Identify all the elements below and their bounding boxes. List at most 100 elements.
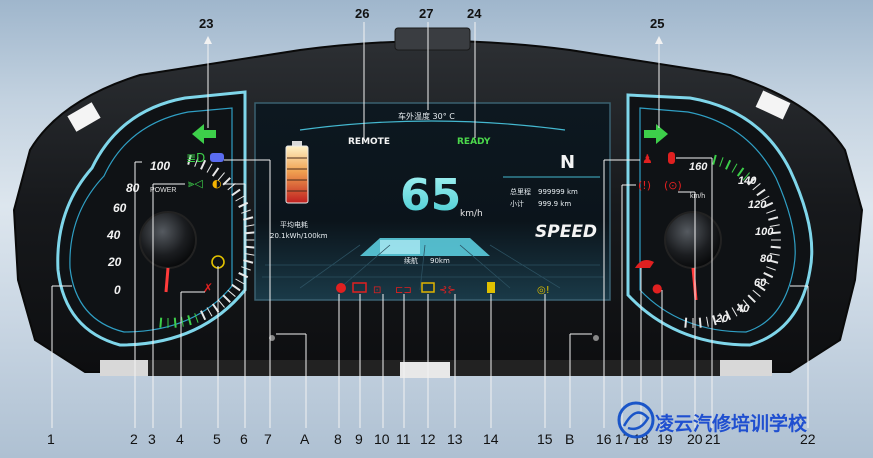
left-gauge-tick-60: 60 xyxy=(113,201,127,215)
motor-temp-icon: ⊏⊐ xyxy=(395,285,412,296)
bottom-label-13: 13 xyxy=(447,431,463,447)
right-gauge-tick-20: 20 xyxy=(715,313,729,325)
gauge-tick xyxy=(731,163,738,173)
gauge-tick xyxy=(235,195,245,202)
gauge-tick xyxy=(238,201,249,208)
bottom-label-15: 15 xyxy=(537,431,553,447)
power-label: POWER xyxy=(150,187,176,194)
right-knob xyxy=(664,211,722,269)
battery-icon xyxy=(285,145,309,204)
gauge-tick xyxy=(770,245,781,249)
avg-consumption-label: 平均电耗 xyxy=(280,220,308,229)
left-gauge-tick-100: 100 xyxy=(150,159,170,173)
gauge-tick xyxy=(231,283,241,292)
top-label-24: 24 xyxy=(467,6,482,21)
trip-label: 小计 xyxy=(510,199,524,208)
fog-light-icon: ⫸◁ xyxy=(188,177,203,190)
lcd-screen xyxy=(254,102,611,301)
top-connector xyxy=(394,27,471,51)
gauge-tick xyxy=(244,253,255,256)
bottom-label-17: 17 xyxy=(615,431,631,447)
road-grid xyxy=(262,244,604,291)
door-open-icon xyxy=(635,260,654,268)
gauge-tick xyxy=(719,313,724,323)
top-label-23: 23 xyxy=(199,16,213,31)
charge-icon xyxy=(421,282,435,293)
remote-label: REMOTE xyxy=(348,137,390,147)
engine-warning-icon: ⊡ xyxy=(373,285,381,296)
bottom-label-12: 12 xyxy=(420,431,436,447)
gauge-tick xyxy=(181,316,184,327)
lcd-top-arc xyxy=(299,120,566,131)
right-gauge-tick-120: 120 xyxy=(748,199,767,211)
bottom-label-16: 16 xyxy=(596,431,612,447)
gauge-tick xyxy=(769,224,780,227)
right-gauge-tick-100: 100 xyxy=(755,226,774,238)
gauge-tick xyxy=(217,172,225,181)
left-gauge-tick-80: 80 xyxy=(126,181,140,195)
odometer-value: 999999 km xyxy=(538,188,578,196)
left-green-arrow-icon xyxy=(192,124,216,144)
gauge-tick xyxy=(235,278,245,285)
bottom-label-4: 4 xyxy=(176,431,184,447)
gauge-tick xyxy=(760,195,770,202)
right-gauge-tick-60: 60 xyxy=(754,277,767,289)
headlight-icon: ≣D xyxy=(186,151,205,165)
callout-arrow-23 xyxy=(204,36,212,44)
ready-label: READY xyxy=(457,137,491,147)
gauge-tick xyxy=(712,154,717,165)
gauge-tick xyxy=(725,310,732,321)
gauge-tick xyxy=(763,201,774,208)
outside-temp: 车外温度 30° C xyxy=(398,111,455,121)
gauge-tick xyxy=(752,183,761,191)
bottom-label-A: A xyxy=(300,431,310,447)
gauge-tick xyxy=(766,209,776,214)
bottom-label-14: 14 xyxy=(483,431,499,447)
gauge-tick xyxy=(747,177,756,186)
gauge-tick xyxy=(766,266,776,271)
gauge-tick xyxy=(752,289,761,297)
bottom-label-3: 3 xyxy=(148,431,156,447)
gauge-tick xyxy=(742,172,750,181)
gauge-tick xyxy=(244,224,255,227)
center-bottom-tab xyxy=(400,362,450,378)
right-tab xyxy=(755,90,791,120)
top-label-27: 27 xyxy=(419,6,433,21)
seatbelt-icon: ✗ xyxy=(203,281,213,295)
gauge-tick xyxy=(245,231,256,235)
gear-indicator: N xyxy=(560,152,575,173)
gauge-tick xyxy=(187,154,192,165)
battery-segments xyxy=(287,157,307,192)
parking-light-icon: ◐ xyxy=(212,177,222,190)
gauge-tick xyxy=(245,245,256,249)
gauge-tick xyxy=(768,216,779,221)
fuel-icon xyxy=(487,282,495,293)
right-gauge-ticks xyxy=(684,154,781,328)
gauge-tick xyxy=(736,167,745,177)
right-green-arrow-icon xyxy=(644,124,668,144)
top-label-25: 25 xyxy=(650,16,664,31)
battery-warning-icon xyxy=(352,282,367,293)
gauge-tick xyxy=(756,188,766,197)
gauge-tick xyxy=(200,310,207,321)
gauge-tick xyxy=(187,315,192,326)
bottom-label-10: 10 xyxy=(374,431,390,447)
callout-arrow-25 xyxy=(655,36,663,44)
left-gauge-tick-40: 40 xyxy=(106,228,121,242)
gauge-tick xyxy=(217,299,225,308)
gauge-tick xyxy=(227,289,236,297)
logo-swirl xyxy=(622,411,650,431)
right-gauge-tick-140: 140 xyxy=(738,175,757,187)
bottom-label-8: 8 xyxy=(334,431,342,447)
airbag-icon: ♟ xyxy=(642,152,653,166)
gauge-tick xyxy=(206,163,213,173)
gauge-tick xyxy=(238,272,249,279)
high-beam-icon xyxy=(210,153,224,162)
gauge-tick xyxy=(194,157,199,167)
gauge-tick xyxy=(731,307,738,317)
gauge-tick xyxy=(712,315,717,326)
callout-lines xyxy=(51,22,809,428)
gauge-tick xyxy=(206,307,213,317)
